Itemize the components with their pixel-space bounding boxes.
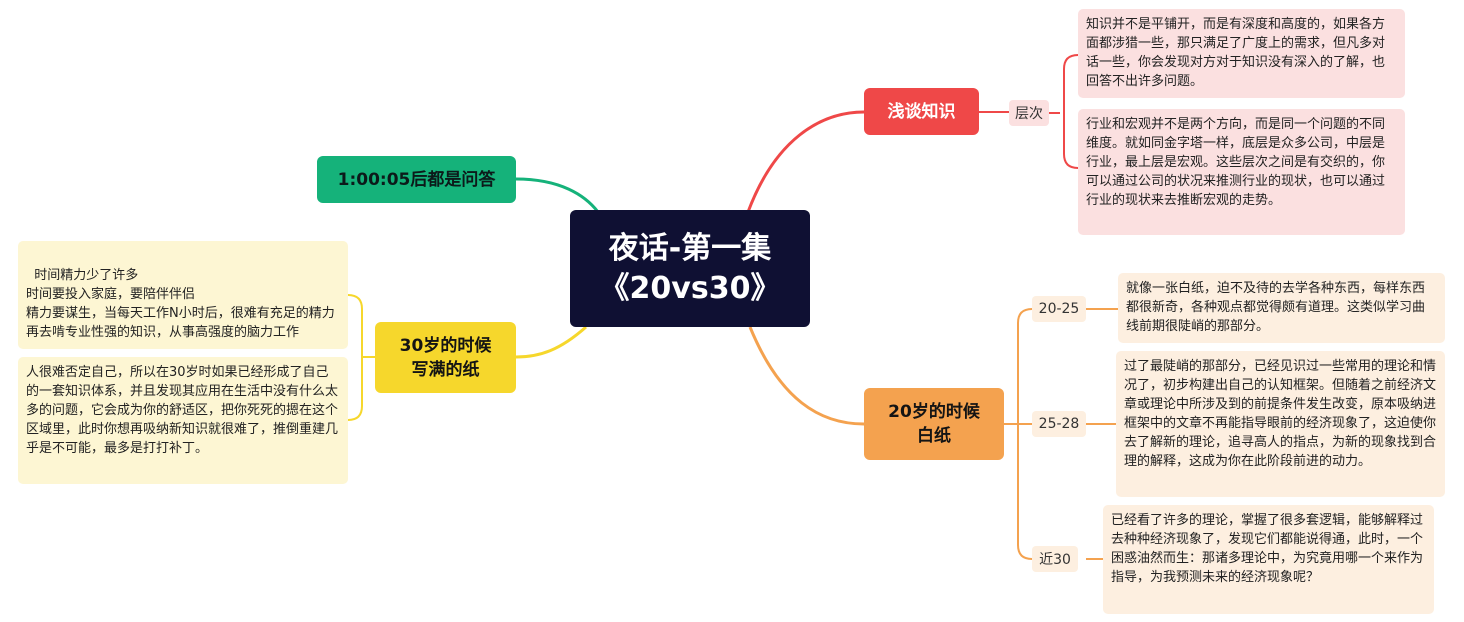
link-thirty-notes	[347, 294, 375, 421]
central-topic-line1: 夜话-第一集	[608, 230, 772, 266]
note-knowledge-pyramid-text: 行业和宏观并不是两个方向，而是同一个问题的不同维度。就如同金字塔一样，底层是众多…	[1086, 117, 1386, 208]
note-thirty-energy-text: 时间精力少了许多 时间要投入家庭，要陪伴伴侣 精力要谋生，当每天工作N小时后，很…	[26, 268, 335, 340]
subtopic-age-20-25-label: 20-25	[1038, 301, 1080, 317]
topic-twenty-line1: 20岁的时候	[888, 402, 980, 422]
topic-qa-label: 1:00:05后都是问答	[337, 169, 496, 190]
topic-twenty[interactable]: 20岁的时候 白纸	[864, 388, 1004, 460]
topic-knowledge[interactable]: 浅谈知识	[864, 88, 979, 135]
note-knowledge-depth-text: 知识并不是平铺开，而是有深度和高度的，如果各方面都涉猎一些，那只满足了广度上的需…	[1086, 17, 1386, 89]
subtopic-age-near-30[interactable]: 近30	[1032, 546, 1078, 572]
topic-qa[interactable]: 1:00:05后都是问答	[317, 156, 516, 203]
subtopic-layers[interactable]: 层次	[1009, 100, 1049, 126]
link-center-twenty	[748, 326, 865, 426]
note-thirty-energy[interactable]: 时间精力少了许多 时间要投入家庭，要陪伴伴侣 精力要谋生，当每天工作N小时后，很…	[18, 241, 348, 349]
note-age-near-30[interactable]: 已经看了许多的理论，掌握了很多套逻辑，能够解释过去种种经济现象了，发现它们都能说…	[1103, 505, 1434, 614]
topic-thirty-line2: 写满的纸	[411, 359, 480, 380]
note-age-near-30-text: 已经看了许多的理论，掌握了很多套逻辑，能够解释过去种种经济现象了，发现它们都能说…	[1111, 513, 1424, 585]
link-twenty-stages	[1004, 308, 1033, 560]
note-age-20-25[interactable]: 就像一张白纸，迫不及待的去学各种东西，每样东西都很新奇，各种观点都觉得颇有道理。…	[1118, 273, 1445, 343]
link-center-thirty	[515, 325, 587, 359]
note-thirty-comfort-zone[interactable]: 人很难否定自己，所以在30岁时如果已经形成了自己的一套知识体系，并且发现其应用在…	[18, 357, 348, 484]
central-topic[interactable]: 夜话-第一集 《20vs30》	[570, 210, 810, 327]
link-center-knowledge	[746, 110, 865, 213]
note-knowledge-depth[interactable]: 知识并不是平铺开，而是有深度和高度的，如果各方面都涉猎一些，那只满足了广度上的需…	[1078, 9, 1405, 98]
central-topic-line2: 《20vs30》	[599, 270, 781, 306]
note-age-25-28-text: 过了最陡峭的那部分，已经见识过一些常用的理论和情况了，初步构建出自己的认知框架。…	[1124, 359, 1437, 469]
note-thirty-comfort-zone-text: 人很难否定自己，所以在30岁时如果已经形成了自己的一套知识体系，并且发现其应用在…	[26, 365, 339, 456]
subtopic-age-near-30-label: 近30	[1039, 552, 1071, 568]
subtopic-age-20-25[interactable]: 20-25	[1032, 296, 1086, 322]
link-center-qa	[515, 177, 600, 213]
subtopic-layers-label: 层次	[1015, 106, 1043, 122]
topic-thirty[interactable]: 30岁的时候 写满的纸	[375, 322, 516, 393]
topic-knowledge-label: 浅谈知识	[887, 101, 956, 122]
topic-thirty-line1: 30岁的时候	[399, 335, 492, 356]
subtopic-age-25-28[interactable]: 25-28	[1032, 411, 1086, 437]
subtopic-age-25-28-label: 25-28	[1038, 416, 1080, 432]
note-age-20-25-text: 就像一张白纸，迫不及待的去学各种东西，每样东西都很新奇，各种观点都觉得颇有道理。…	[1126, 281, 1426, 334]
link-tag-notes	[1049, 54, 1079, 169]
note-knowledge-pyramid[interactable]: 行业和宏观并不是两个方向，而是同一个问题的不同维度。就如同金字塔一样，底层是众多…	[1078, 109, 1405, 235]
note-age-25-28[interactable]: 过了最陡峭的那部分，已经见识过一些常用的理论和情况了，初步构建出自己的认知框架。…	[1116, 351, 1445, 497]
topic-twenty-line2: 白纸	[917, 426, 951, 446]
